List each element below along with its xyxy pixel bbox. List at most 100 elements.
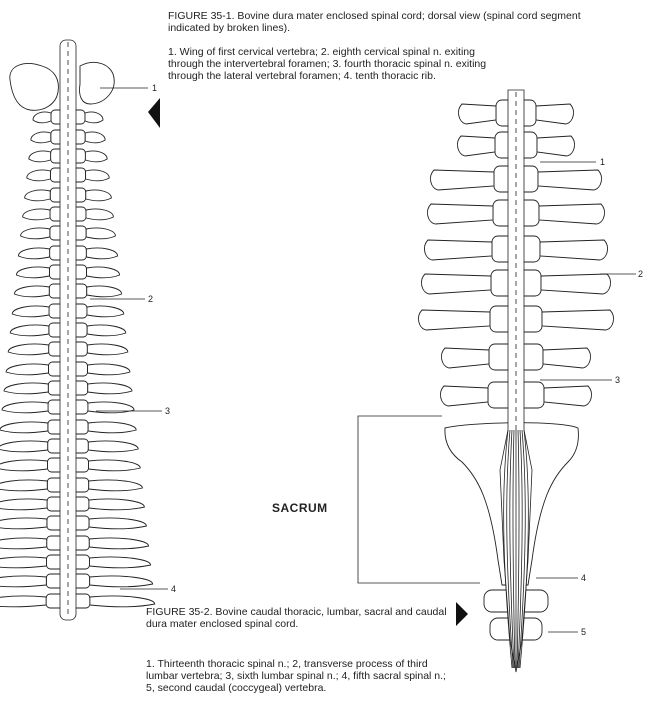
transverse-process-left	[9, 324, 50, 337]
lumbar-transverse-left	[430, 169, 495, 191]
lumbar-transverse-right	[541, 309, 614, 331]
transverse-process-left	[0, 537, 48, 550]
lumbar-transverse-right	[537, 169, 602, 191]
callout-4-fig1: 4	[171, 584, 176, 594]
lumbar-transverse-right	[540, 273, 611, 295]
transverse-process-left	[28, 150, 52, 163]
transverse-process-right	[88, 537, 150, 550]
atlas-wing-right	[79, 62, 115, 105]
transverse-process-right	[84, 150, 108, 163]
transverse-process-right	[85, 208, 114, 221]
transverse-process-left	[0, 595, 47, 608]
nerve-root	[518, 429, 526, 669]
transverse-process-right	[88, 459, 141, 472]
transverse-process-left	[7, 343, 50, 356]
lumbar-transverse-right	[543, 385, 592, 407]
lumbar-transverse-left	[424, 239, 493, 261]
transverse-process-right	[86, 305, 125, 318]
transverse-process-right	[87, 363, 131, 376]
transverse-process-right	[86, 285, 123, 298]
figure-35-1-vertebrae	[0, 109, 156, 609]
transverse-process-left	[22, 208, 51, 221]
lumbar-transverse-right	[539, 239, 608, 261]
transverse-process-left	[13, 285, 50, 298]
transverse-process-left	[0, 479, 48, 492]
transverse-process-right	[85, 247, 119, 260]
transverse-process-right	[85, 227, 116, 240]
callout-2-fig1: 2	[148, 294, 153, 304]
figure-35-1-caption: FIGURE 35-1. Bovine dura mater enclosed …	[168, 10, 581, 34]
transverse-process-right	[88, 517, 147, 530]
transverse-process-right	[84, 131, 106, 144]
lumbar-transverse-right	[542, 347, 591, 369]
callout-2-fig2: 2	[638, 269, 643, 279]
callout-1-fig1: 1	[152, 83, 157, 93]
callout-5-fig2: 5	[581, 627, 586, 637]
transverse-process-right	[88, 479, 143, 492]
lumbar-transverse-left	[440, 385, 489, 407]
transverse-process-right	[85, 169, 110, 182]
transverse-process-left	[11, 305, 50, 318]
sacrum-label: SACRUM	[272, 501, 328, 515]
lumbar-transverse-right	[536, 135, 575, 157]
transverse-process-left	[0, 440, 49, 453]
transverse-process-left	[20, 227, 51, 240]
nerve-root	[516, 429, 520, 669]
transverse-process-right	[86, 266, 121, 279]
lumbar-transverse-right	[538, 203, 605, 225]
callout-3-fig1: 3	[165, 406, 170, 416]
nerve-root	[506, 429, 514, 669]
transverse-process-left	[30, 131, 52, 144]
transverse-process-left	[0, 421, 49, 434]
lumbar-transverse-left	[418, 309, 491, 331]
figure-35-1-illustration: 1 2 3 4	[0, 39, 176, 621]
transverse-process-left	[0, 575, 47, 588]
transverse-process-right	[84, 111, 104, 124]
transverse-process-right	[86, 324, 127, 337]
transverse-process-right	[89, 556, 152, 569]
nerve-root	[512, 429, 516, 669]
callout-3-fig2: 3	[615, 375, 620, 385]
transverse-process-left	[26, 169, 51, 182]
lumbar-transverse-left	[458, 103, 497, 125]
transverse-process-right	[88, 498, 145, 511]
transverse-process-right	[87, 440, 139, 453]
sacrum-bracket	[357, 415, 480, 584]
transverse-process-left	[5, 363, 49, 376]
transverse-process-right	[87, 401, 135, 414]
transverse-process-left	[15, 266, 50, 279]
pointer-arrow-fig2	[456, 602, 468, 626]
transverse-process-right	[87, 382, 133, 395]
cauda-equina	[503, 429, 529, 669]
transverse-process-right	[89, 595, 156, 608]
transverse-process-left	[1, 401, 49, 414]
transverse-process-left	[17, 247, 51, 260]
transverse-process-left	[0, 556, 47, 569]
lumbar-transverse-right	[535, 103, 574, 125]
transverse-process-left	[0, 459, 48, 472]
nerve-root	[519, 429, 529, 669]
nerve-root	[509, 429, 515, 669]
transverse-process-left	[32, 111, 52, 124]
callout-1-fig2: 1	[600, 157, 605, 167]
figure-35-1-legend: 1. Wing of first cervical vertebra; 2. e…	[168, 46, 487, 82]
pointer-arrow-fig1	[148, 98, 160, 128]
nerve-root	[517, 429, 523, 669]
lumbar-transverse-left	[421, 273, 492, 295]
transverse-process-left	[0, 498, 48, 511]
atlas-wing-left	[9, 63, 59, 111]
figure-35-2-illustration: 1 2 3 4 5	[357, 89, 643, 673]
transverse-process-right	[89, 575, 154, 588]
transverse-process-left	[24, 189, 51, 202]
lumbar-transverse-left	[441, 347, 490, 369]
figure-35-2-caption: FIGURE 35-2. Bovine caudal thoracic, lum…	[146, 606, 447, 630]
transverse-process-right	[86, 343, 129, 356]
nerve-root	[503, 429, 513, 669]
transverse-process-left	[3, 382, 49, 395]
figure-35-2-legend: 1. Thirteenth thoracic spinal n.; 2, tra…	[146, 658, 446, 694]
lumbar-transverse-left	[457, 135, 496, 157]
transverse-process-left	[0, 517, 48, 530]
transverse-process-right	[87, 421, 137, 434]
transverse-process-right	[85, 189, 112, 202]
callout-4-fig2: 4	[581, 573, 586, 583]
